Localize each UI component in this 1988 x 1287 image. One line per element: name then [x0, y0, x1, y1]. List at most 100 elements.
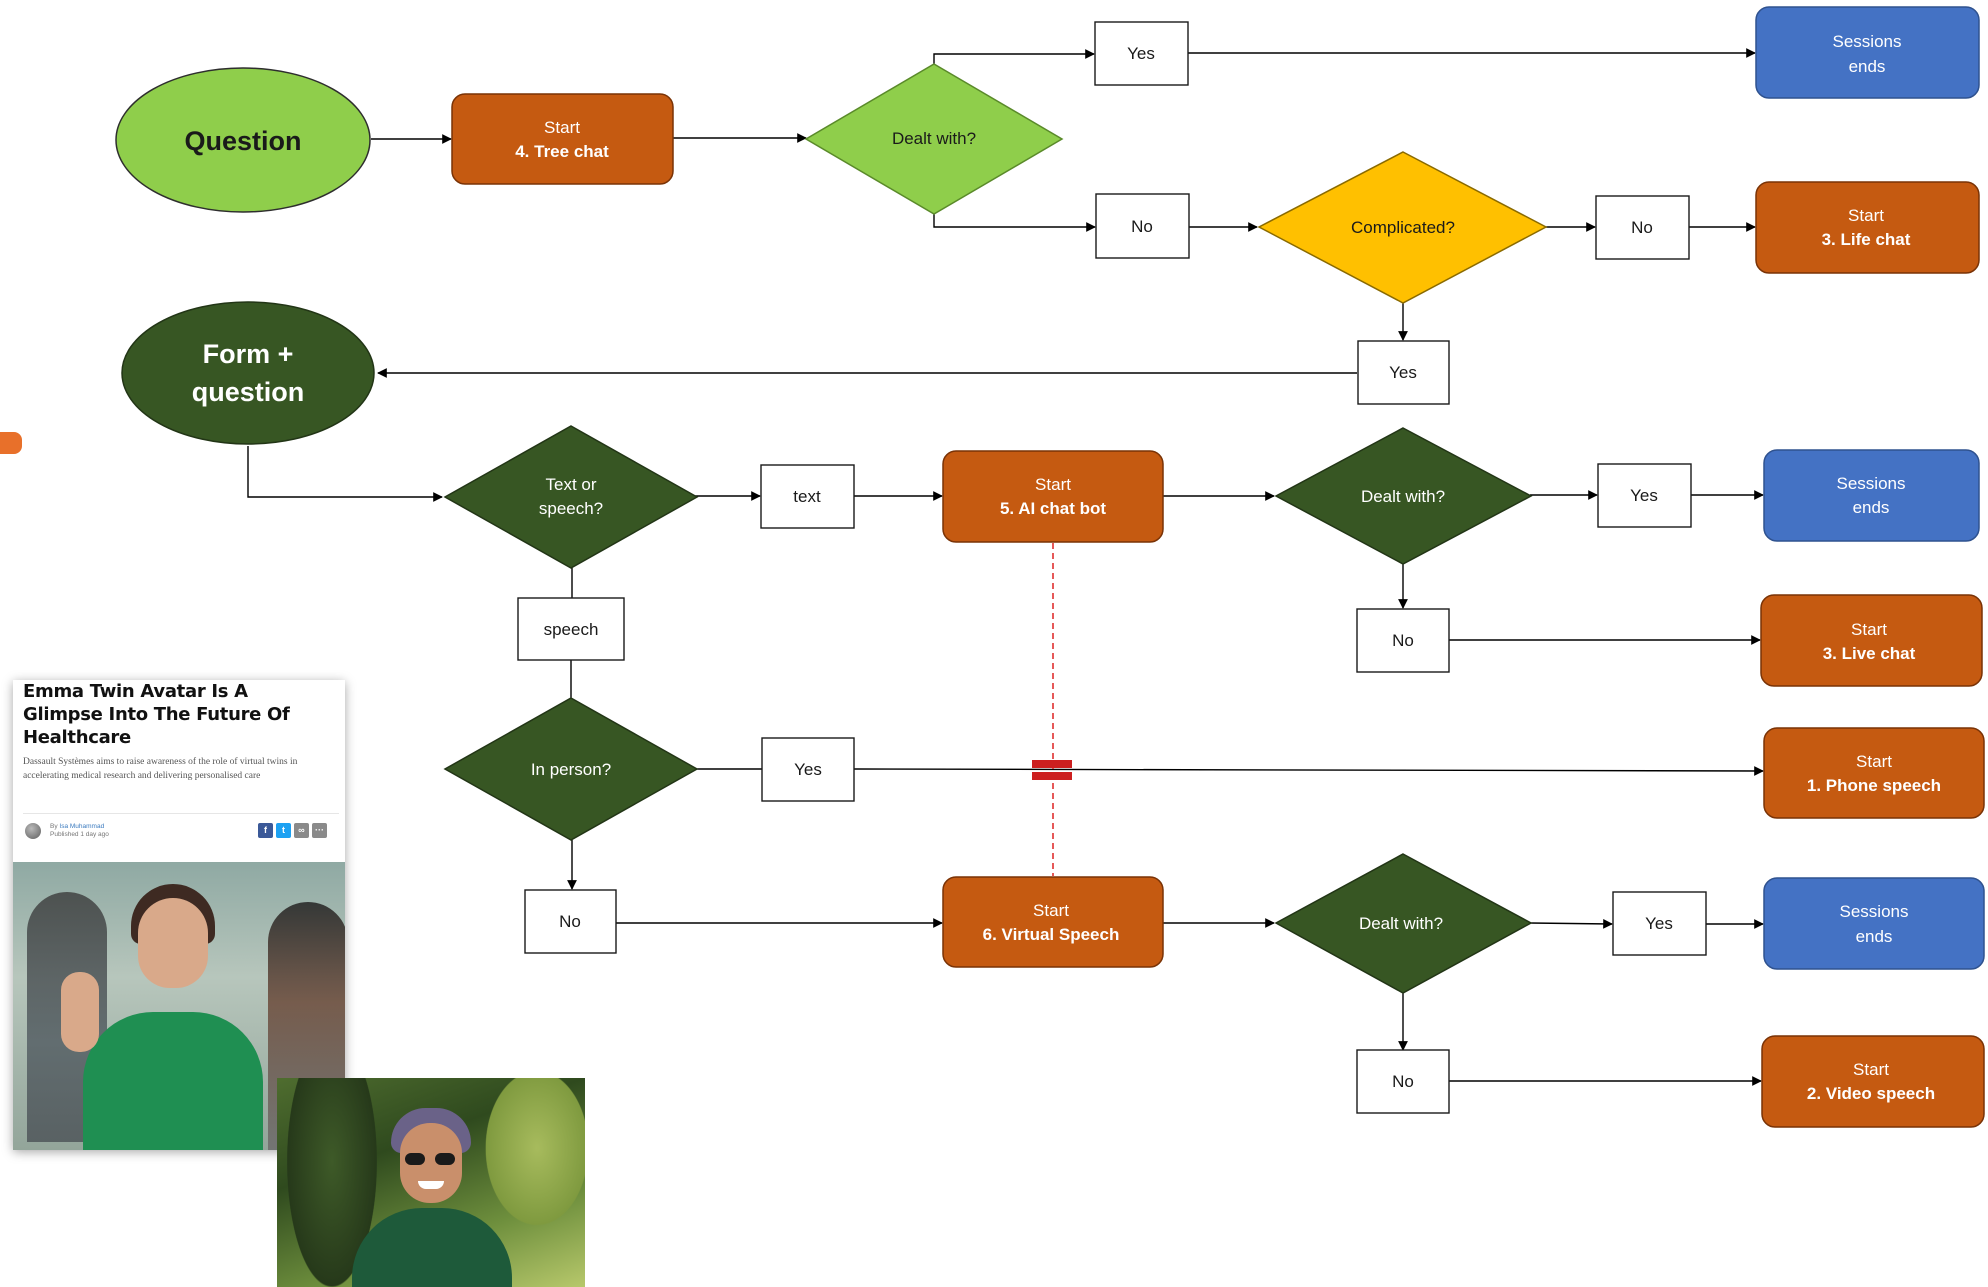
yes-3-text: Yes	[1630, 486, 1658, 505]
orange-marker	[0, 432, 22, 454]
sessions-end-1-line2: ends	[1849, 57, 1886, 76]
edge-dealt-with-to-yes	[933, 49, 1095, 64]
no-1-text: No	[1131, 217, 1153, 236]
connectors	[247, 48, 1764, 1086]
facebook-icon[interactable]: f	[258, 823, 273, 838]
twitter-icon[interactable]: t	[276, 823, 291, 838]
virtual-speech-line1: Start	[1033, 901, 1069, 920]
edge-form-to-text-or-speech	[247, 446, 443, 502]
start-virtual-speech-node[interactable]: Start 6. Virtual Speech	[942, 876, 1164, 968]
article-byline: By Isa Muhammad Published 1 day ago	[50, 823, 109, 839]
sessions-end-3-line1: Sessions	[1840, 902, 1909, 921]
yes-4-text: Yes	[794, 760, 822, 779]
text-or-speech-line1: Text or	[545, 475, 596, 494]
speech-branch-label: speech	[517, 597, 625, 661]
yes-label-2: Yes	[1357, 340, 1450, 405]
no-label-5: No	[1356, 1049, 1450, 1114]
tree-chat-line1: Start	[544, 118, 580, 137]
no-label-4: No	[524, 889, 617, 954]
complicated-label: Complicated?	[1351, 218, 1455, 237]
article-meta: By Isa Muhammad Published 1 day ago f t …	[23, 813, 339, 844]
no-label-3: No	[1356, 608, 1450, 673]
avatar-head	[138, 898, 208, 988]
sessions-end-2-line2: ends	[1853, 498, 1890, 517]
edge-dealt-with-to-yes-3	[1529, 918, 1613, 929]
person-sunglasses	[405, 1153, 457, 1165]
in-person-decision[interactable]: In person?	[443, 697, 699, 841]
complicated-decision[interactable]: Complicated?	[1257, 151, 1548, 304]
author-avatar	[25, 823, 41, 839]
sessions-end-1-line1: Sessions	[1833, 32, 1902, 51]
dealt-with-2-label: Dealt with?	[1361, 487, 1445, 506]
dealt-with-decision-3[interactable]: Dealt with?	[1274, 853, 1533, 994]
phone-speech-line2: 1. Phone speech	[1807, 776, 1941, 795]
link-icon[interactable]: ∞	[294, 823, 309, 838]
life-chat-line2: 3. Life chat	[1822, 230, 1911, 249]
article-headline[interactable]: Emma Twin Avatar Is A Glimpse Into The F…	[23, 681, 290, 748]
avatar-hand	[61, 972, 99, 1052]
dealt-with-decision-2[interactable]: Dealt with?	[1274, 427, 1533, 565]
phone-speech-line1: Start	[1856, 752, 1892, 771]
start-live-chat-node[interactable]: Start 3. Live chat	[1760, 594, 1983, 687]
life-chat-line1: Start	[1848, 206, 1884, 225]
dealt-with-decision-1[interactable]: Dealt with?	[804, 63, 1064, 215]
live-chat-line2: 3. Live chat	[1823, 644, 1916, 663]
start-phone-speech-node[interactable]: Start 1. Phone speech	[1763, 727, 1985, 819]
sessions-end-2-line1: Sessions	[1837, 474, 1906, 493]
yes-label-3: Yes	[1597, 463, 1692, 528]
start-ai-chat-bot-node[interactable]: Start 5. AI chat bot	[942, 450, 1164, 543]
text-or-speech-decision[interactable]: Text or speech?	[443, 425, 699, 569]
question-label: Question	[184, 126, 301, 156]
form-question-line1: Form +	[203, 339, 294, 369]
no-2-text: No	[1631, 218, 1653, 237]
edge-dealt-with-to-no	[933, 214, 1096, 232]
no-label-1: No	[1095, 193, 1190, 259]
form-question-node[interactable]: Form + question	[121, 301, 375, 445]
avatar-body	[83, 1012, 263, 1150]
yes-label-5: Yes	[1612, 891, 1707, 956]
yes-2-text: Yes	[1389, 363, 1417, 382]
dealt-with-1-label: Dealt with?	[892, 129, 976, 148]
no-5-text: No	[1392, 1072, 1414, 1091]
more-icon[interactable]: ···	[312, 823, 327, 838]
start-life-chat-node[interactable]: Start 3. Life chat	[1755, 181, 1980, 274]
start-tree-chat-node[interactable]: Start 4. Tree chat	[451, 93, 674, 185]
author-link[interactable]: Isa Muhammad	[59, 823, 105, 830]
video-speech-line1: Start	[1853, 1060, 1889, 1079]
video-speech-line2: 2. Video speech	[1807, 1084, 1935, 1103]
person-photo	[277, 1078, 585, 1287]
dealt-with-3-label: Dealt with?	[1359, 914, 1443, 933]
start-video-speech-node[interactable]: Start 2. Video speech	[1761, 1035, 1985, 1128]
sessions-end-3-line2: ends	[1856, 927, 1893, 946]
article-summary: Dassault Systèmes aims to raise awarenes…	[23, 757, 298, 781]
no-label-2: No	[1595, 195, 1690, 260]
tree-right	[477, 1078, 585, 1238]
byline-prefix: By	[50, 823, 58, 830]
ai-bot-line2: 5. AI chat bot	[1000, 499, 1106, 518]
yes-5-text: Yes	[1645, 914, 1673, 933]
no-4-text: No	[559, 912, 581, 931]
text-or-speech-line2: speech?	[539, 499, 603, 518]
yes-label-1: Yes	[1094, 21, 1189, 86]
in-person-label: In person?	[531, 760, 611, 779]
question-node[interactable]: Question	[115, 67, 371, 213]
ai-bot-line1: Start	[1035, 475, 1071, 494]
no-3-text: No	[1392, 631, 1414, 650]
sessions-end-node-2[interactable]: Sessions ends	[1763, 449, 1980, 542]
edge-yes-to-phone-speech	[853, 766, 1764, 776]
sessions-end-node-3[interactable]: Sessions ends	[1763, 877, 1985, 970]
form-question-line2: question	[192, 377, 305, 407]
person-smile	[418, 1181, 444, 1189]
speech-branch-text: speech	[544, 620, 599, 639]
text-branch-text: text	[793, 487, 821, 506]
live-chat-line1: Start	[1851, 620, 1887, 639]
text-branch-label: text	[760, 464, 855, 529]
break-marker	[1032, 760, 1072, 780]
published-date: Published 1 day ago	[50, 831, 109, 838]
tree-chat-line2: 4. Tree chat	[515, 142, 609, 161]
yes-label-4: Yes	[761, 737, 855, 802]
sessions-end-node-1[interactable]: Sessions ends	[1755, 6, 1980, 99]
yes-1-text: Yes	[1127, 44, 1155, 63]
